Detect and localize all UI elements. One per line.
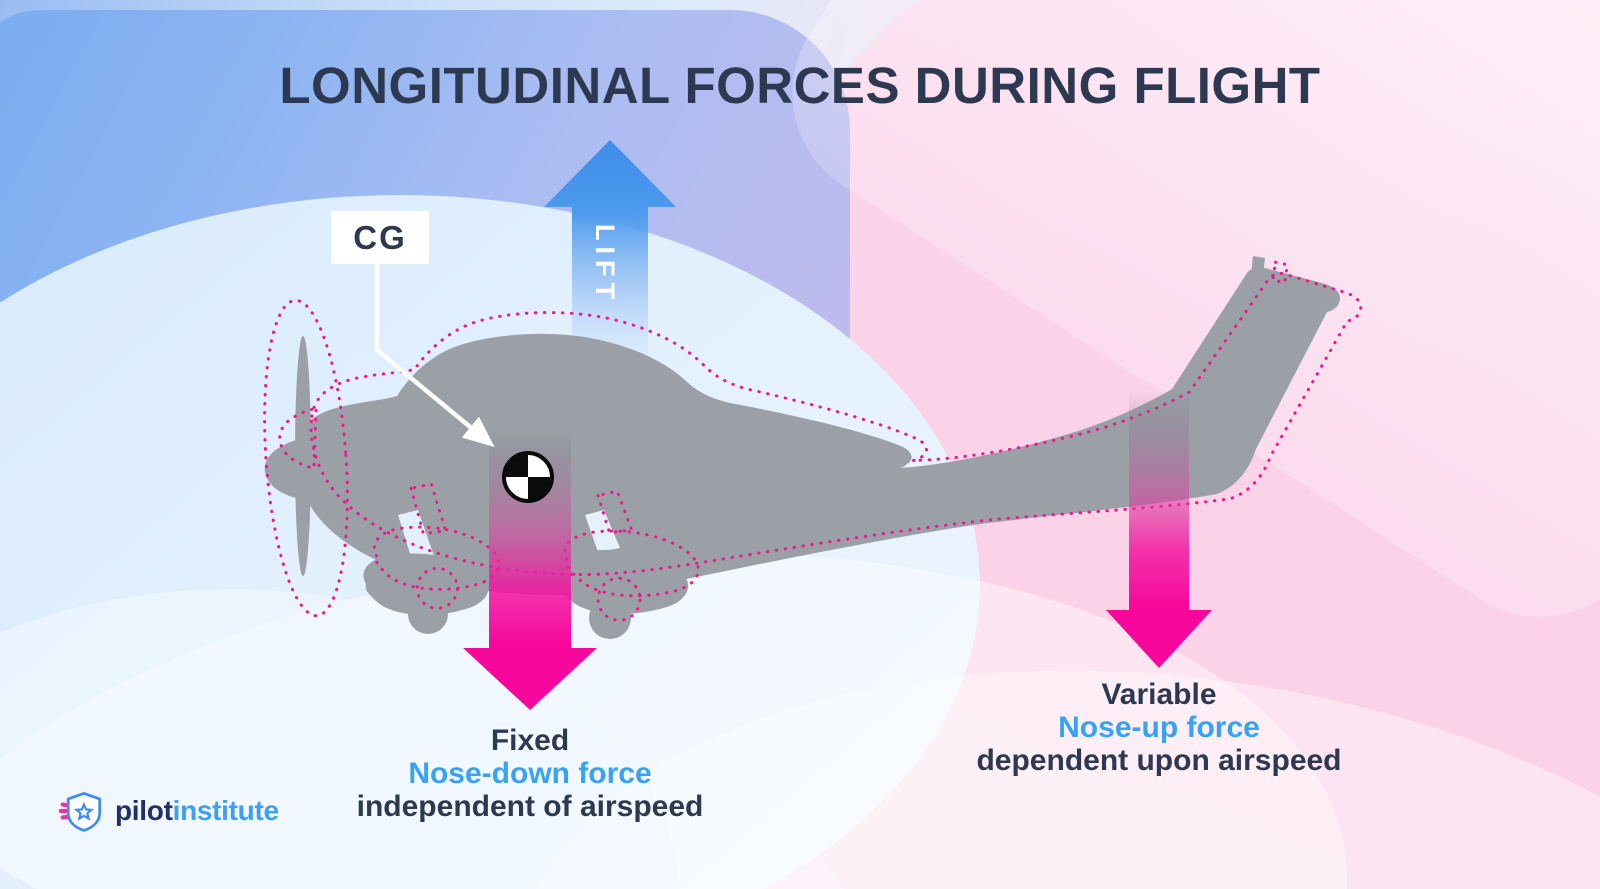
nose-down-caption-line1: Fixed [490, 724, 570, 757]
nose-up-caption-line3: dependent upon airspeed [976, 744, 1342, 777]
lift-label: LIFT [590, 224, 620, 305]
cg-symbol-icon [502, 451, 554, 503]
logo-wordmark: pilotinstitute [115, 795, 279, 827]
nose-up-caption-line1: Variable [1101, 678, 1217, 711]
nose-down-caption-line2: Nose-down force [408, 757, 652, 790]
nose-down-arrow [463, 432, 597, 710]
nose-up-caption: Variable Nose-up force dependent upon ai… [949, 678, 1369, 777]
logo-word-institute: institute [172, 795, 279, 826]
page-title: LONGITUDINAL FORCES DURING FLIGHT [279, 57, 1321, 114]
logo-shield-icon [58, 792, 102, 832]
lift-arrow [544, 140, 676, 378]
logo-word-pilot: pilot [115, 795, 173, 826]
dotted-outline [263, 222, 1364, 650]
nose-down-caption: Fixed Nose-down force independent of air… [330, 724, 730, 823]
cg-label: CG [331, 211, 429, 264]
cg-leader-arrow [374, 264, 495, 448]
brand-logo: pilotinstitute [58, 788, 279, 834]
nose-up-arrow [1106, 392, 1212, 668]
nose-up-caption-line2: Nose-up force [1058, 711, 1260, 744]
cg-label-text: CG [353, 218, 407, 256]
airplane-silhouette [264, 256, 1340, 639]
nose-down-caption-line3: independent of airspeed [356, 790, 704, 823]
